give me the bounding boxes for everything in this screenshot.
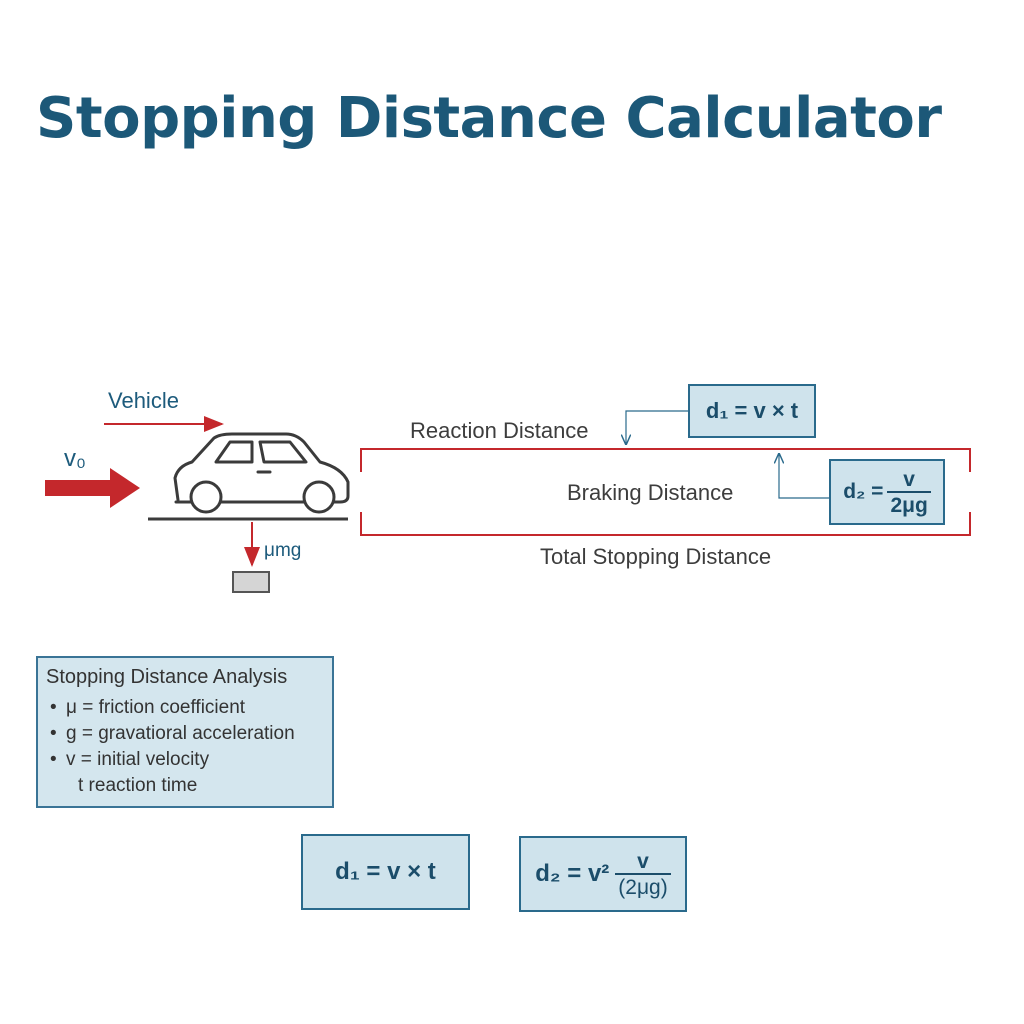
d2-formula-fraction: v 2μg (887, 467, 931, 516)
vehicle-label: Vehicle (108, 388, 179, 413)
bottom-d2-formula-box: d₂ = v² v (2μg) (519, 836, 687, 912)
legend-title: Stopping Distance Analysis (46, 666, 288, 688)
bullet-icon: • (50, 723, 57, 744)
bottom-d2-formula-denominator: (2μg) (615, 872, 671, 898)
bottom-d2-formula-numerator: v (637, 849, 649, 873)
analysis-legend-box: Stopping Distance Analysis • μ = friction… (36, 656, 334, 808)
car-icon (173, 432, 350, 514)
legend-item-text: μ = friction coefficient (66, 697, 246, 718)
d2-formula-denominator: 2μg (887, 490, 931, 516)
legend-item-v: • v = initial velocity (46, 747, 324, 773)
bottom-d1-formula-box: d₁ = v × t (301, 834, 470, 910)
velocity-arrow (45, 468, 140, 508)
bullet-icon: • (50, 749, 57, 770)
total-distance-bracket (360, 448, 971, 536)
friction-force-label: μmg (264, 540, 302, 561)
legend-item-t: t reaction time (46, 773, 324, 799)
bottom-d1-formula-text: d₁ = v × t (335, 858, 436, 885)
legend-item-text: t reaction time (78, 775, 198, 796)
legend-list: • μ = friction coefficient • g = gravatior… (46, 695, 324, 799)
mass-block (232, 571, 270, 593)
legend-item-text: g = gravatioral acceleration (66, 723, 295, 744)
d1-formula-text: d₁ = v × t (705, 398, 799, 423)
total-stopping-distance-label: Total Stopping Distance (540, 544, 772, 569)
d1-formula-box: d₁ = v × t (688, 384, 816, 438)
bottom-d2-formula-lhs: d₂ = v² (535, 860, 610, 887)
d1-connector-arrow (626, 410, 688, 444)
legend-item-mu: • μ = friction coefficient (46, 695, 324, 721)
legend-item-g: • g = gravatioral acceleration (46, 721, 324, 747)
reaction-distance-label: Reaction Distance (410, 418, 589, 443)
d2-formula-lhs: d₂ = (843, 480, 884, 503)
velocity-label: v₀ (64, 445, 86, 472)
braking-distance-label: Braking Distance (567, 480, 734, 505)
page-title: Stopping Distance Calculator (36, 86, 942, 151)
d2-connector-arrow (779, 454, 830, 499)
legend-item-text: v = initial velocity (66, 749, 210, 770)
d2-formula-numerator: v (903, 467, 915, 491)
d2-formula-box: d₂ = v 2μg (829, 459, 945, 525)
bullet-icon: • (50, 697, 57, 718)
bottom-d2-formula-fraction: v (2μg) (615, 849, 671, 898)
